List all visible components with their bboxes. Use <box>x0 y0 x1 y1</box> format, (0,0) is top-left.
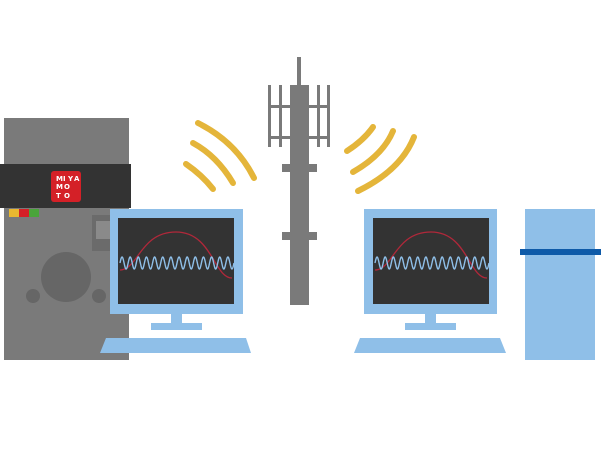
signal-arc-left-small <box>183 161 216 192</box>
indicator-light-green <box>29 209 39 217</box>
monitor-screen <box>118 218 234 304</box>
logo-letter: A <box>74 175 80 183</box>
cabinet-port-window <box>96 221 110 239</box>
monitor-base <box>405 323 456 330</box>
monitor-screen <box>373 218 489 304</box>
logo-letter: T <box>56 192 61 200</box>
signal-arc-left-large <box>195 120 257 181</box>
tower-mast <box>290 85 309 305</box>
computer-monitor-icon <box>354 209 506 353</box>
server-stripe <box>520 249 601 255</box>
tower-rail-left-inner <box>279 85 282 147</box>
cabinet-speaker <box>41 252 91 302</box>
tower-rail-right-inner <box>317 85 320 147</box>
signal-arc-right-small <box>344 124 376 154</box>
signal-arc-left-medium <box>190 140 236 186</box>
logo-letter: M <box>56 183 63 191</box>
waveform-red <box>374 231 488 279</box>
signal-arc-right-medium <box>350 128 396 175</box>
waveform-red <box>119 231 233 279</box>
tower-crossbar-bottom <box>268 136 330 139</box>
indicator-light-red <box>19 209 29 217</box>
waveform-blue <box>374 256 490 270</box>
tower-rail-right-outer <box>327 85 330 147</box>
wireless-signal-icon <box>183 120 417 194</box>
logo-letter: O <box>64 192 70 200</box>
tower-antenna-top <box>297 57 301 87</box>
monitor-base <box>151 323 202 330</box>
tower-bracket-lower <box>282 232 317 240</box>
monitor-neck <box>425 314 436 324</box>
logo-letter: O <box>64 183 70 191</box>
computer-monitor-icon <box>100 209 251 353</box>
indicator-light-yellow <box>9 209 19 217</box>
tower-crossbar-top <box>268 105 330 108</box>
logo-letter: I <box>63 175 66 183</box>
cell-tower-icon <box>268 57 330 305</box>
tower-rail-left-outer <box>268 85 271 147</box>
miyamoto-logo-icon: M I Y A M O T O <box>51 171 81 202</box>
server-body <box>525 209 595 360</box>
server-box-icon <box>520 209 601 360</box>
equipment-cabinet-icon: M I Y A M O T O <box>0 118 131 360</box>
signal-arc-right-large <box>355 134 417 194</box>
logo-badge <box>51 171 81 202</box>
waveform-blue <box>119 256 235 270</box>
cabinet-knob-right <box>92 289 106 303</box>
cabinet-knob-left <box>26 289 40 303</box>
tower-bracket-upper <box>282 164 317 172</box>
logo-letter: Y <box>67 175 74 183</box>
keyboard <box>100 338 251 353</box>
monitor-neck <box>171 314 182 324</box>
keyboard <box>354 338 506 353</box>
logo-letter: M <box>56 175 63 183</box>
